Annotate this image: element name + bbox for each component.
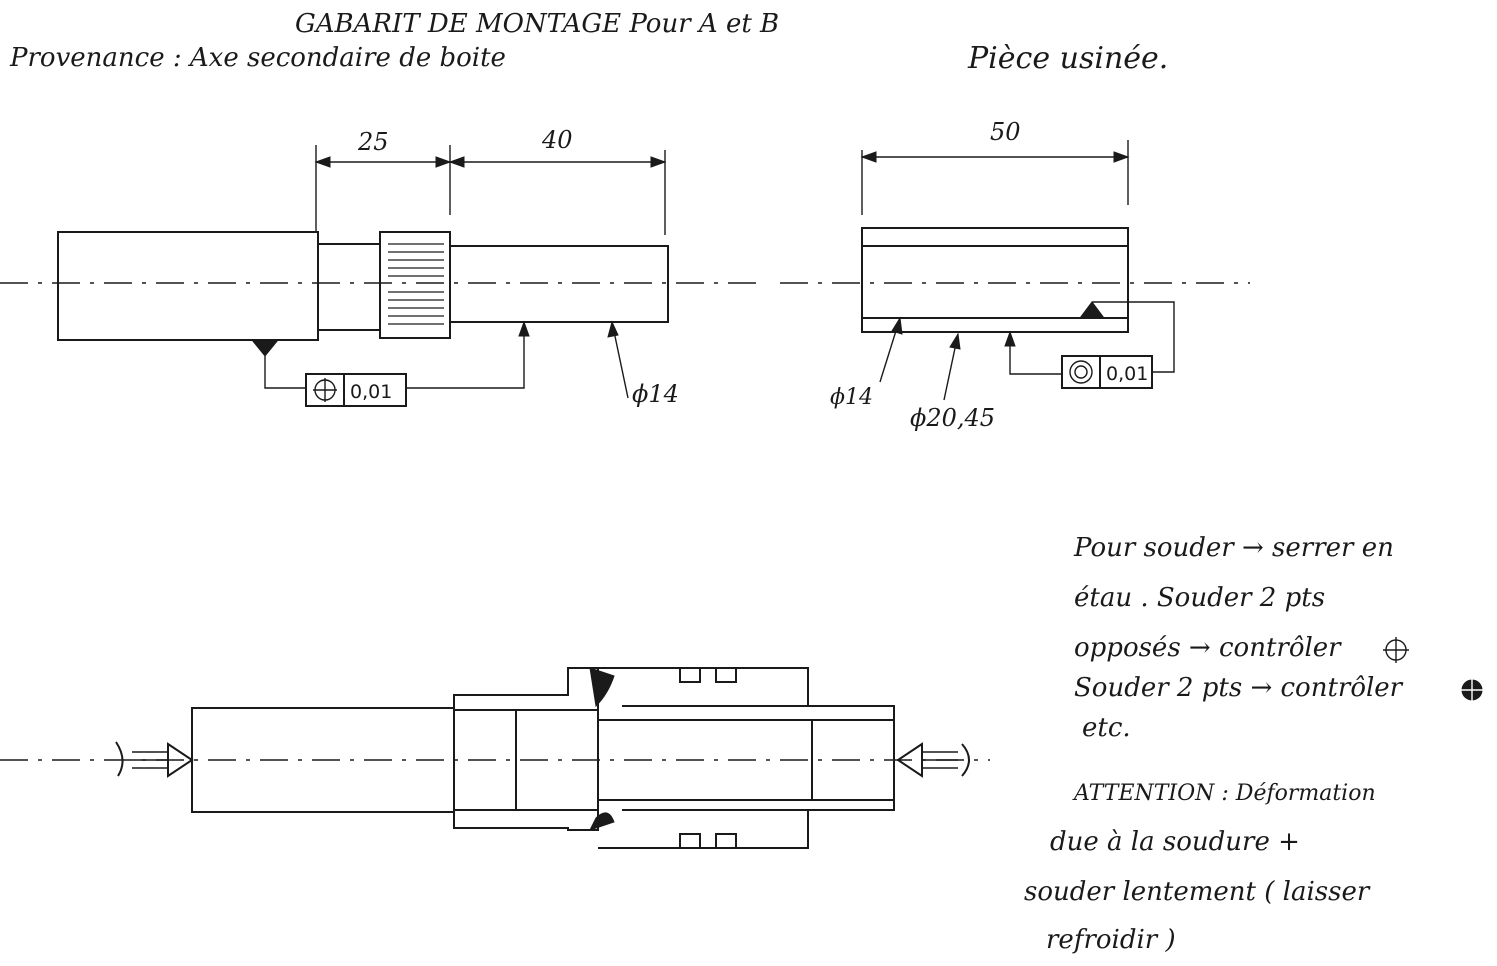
dimension-25: 25 bbox=[357, 128, 389, 156]
concentricity-icon bbox=[1069, 360, 1093, 384]
attention-line-2: due à la soudure + bbox=[1050, 827, 1300, 857]
origin-label: Provenance : Axe secondaire de boite bbox=[9, 43, 506, 73]
note-line-1: Pour souder → serrer en bbox=[1073, 533, 1394, 563]
note-line-2: étau . Souder 2 pts bbox=[1074, 583, 1325, 613]
machined-part-body bbox=[861, 227, 1129, 333]
note-line-4: Souder 2 pts → contrôler bbox=[1074, 673, 1404, 703]
right-center-point bbox=[896, 742, 970, 778]
right-tolerance-value: 0,01 bbox=[1106, 363, 1148, 385]
attention-line-4: refroidir ) bbox=[1046, 925, 1176, 955]
note-line-5: etc. bbox=[1082, 713, 1131, 743]
knurl-hatch bbox=[388, 243, 444, 325]
left-tolerance-value: 0,01 bbox=[350, 381, 392, 403]
attention-line-1: ATTENTION : Déformation bbox=[1072, 781, 1376, 806]
dimension-50: 50 bbox=[990, 118, 1021, 146]
weld-top bbox=[589, 667, 615, 708]
part-label: Pièce usinée. bbox=[967, 41, 1168, 76]
weld-bottom bbox=[589, 812, 615, 831]
attention-line-3: souder lentement ( laisser bbox=[1024, 877, 1371, 907]
left-shaft-knurl bbox=[379, 231, 451, 339]
left-shaft-large-section bbox=[57, 231, 319, 341]
assembly-sleeve bbox=[453, 667, 599, 831]
note-line-3: opposés → contrôler bbox=[1074, 633, 1342, 663]
left-tolerance-frame: 0,01 bbox=[305, 373, 407, 407]
left-shaft-neck bbox=[317, 243, 381, 331]
welding-notes: Pour souder → serrer en étau . Souder 2 … bbox=[1024, 533, 1485, 955]
left-diameter-label: ϕ14 bbox=[632, 380, 679, 408]
left-datum-triangle bbox=[250, 339, 280, 357]
drawing-title: GABARIT DE MONTAGE Pour A et B bbox=[295, 9, 779, 39]
assembly-machined-part bbox=[598, 667, 895, 849]
assembly-jig-view bbox=[0, 667, 990, 849]
left-center-point bbox=[115, 741, 194, 778]
right-tolerance-frame: 0,01 bbox=[1061, 355, 1153, 389]
left-shaft-end-section bbox=[449, 245, 669, 323]
right-part-view: 50 0,01 ϕ14 ϕ20,45 bbox=[780, 118, 1250, 432]
position-icon bbox=[1383, 637, 1409, 663]
right-datum-triangle bbox=[1079, 301, 1105, 319]
filled-position-icon bbox=[1459, 677, 1485, 703]
right-outer-diameter-label: ϕ20,45 bbox=[910, 404, 995, 432]
left-shaft-view: 25 40 0,01 ϕ14 bbox=[0, 126, 760, 408]
right-inner-diameter-label: ϕ14 bbox=[830, 385, 873, 410]
dimension-40: 40 bbox=[541, 126, 573, 154]
